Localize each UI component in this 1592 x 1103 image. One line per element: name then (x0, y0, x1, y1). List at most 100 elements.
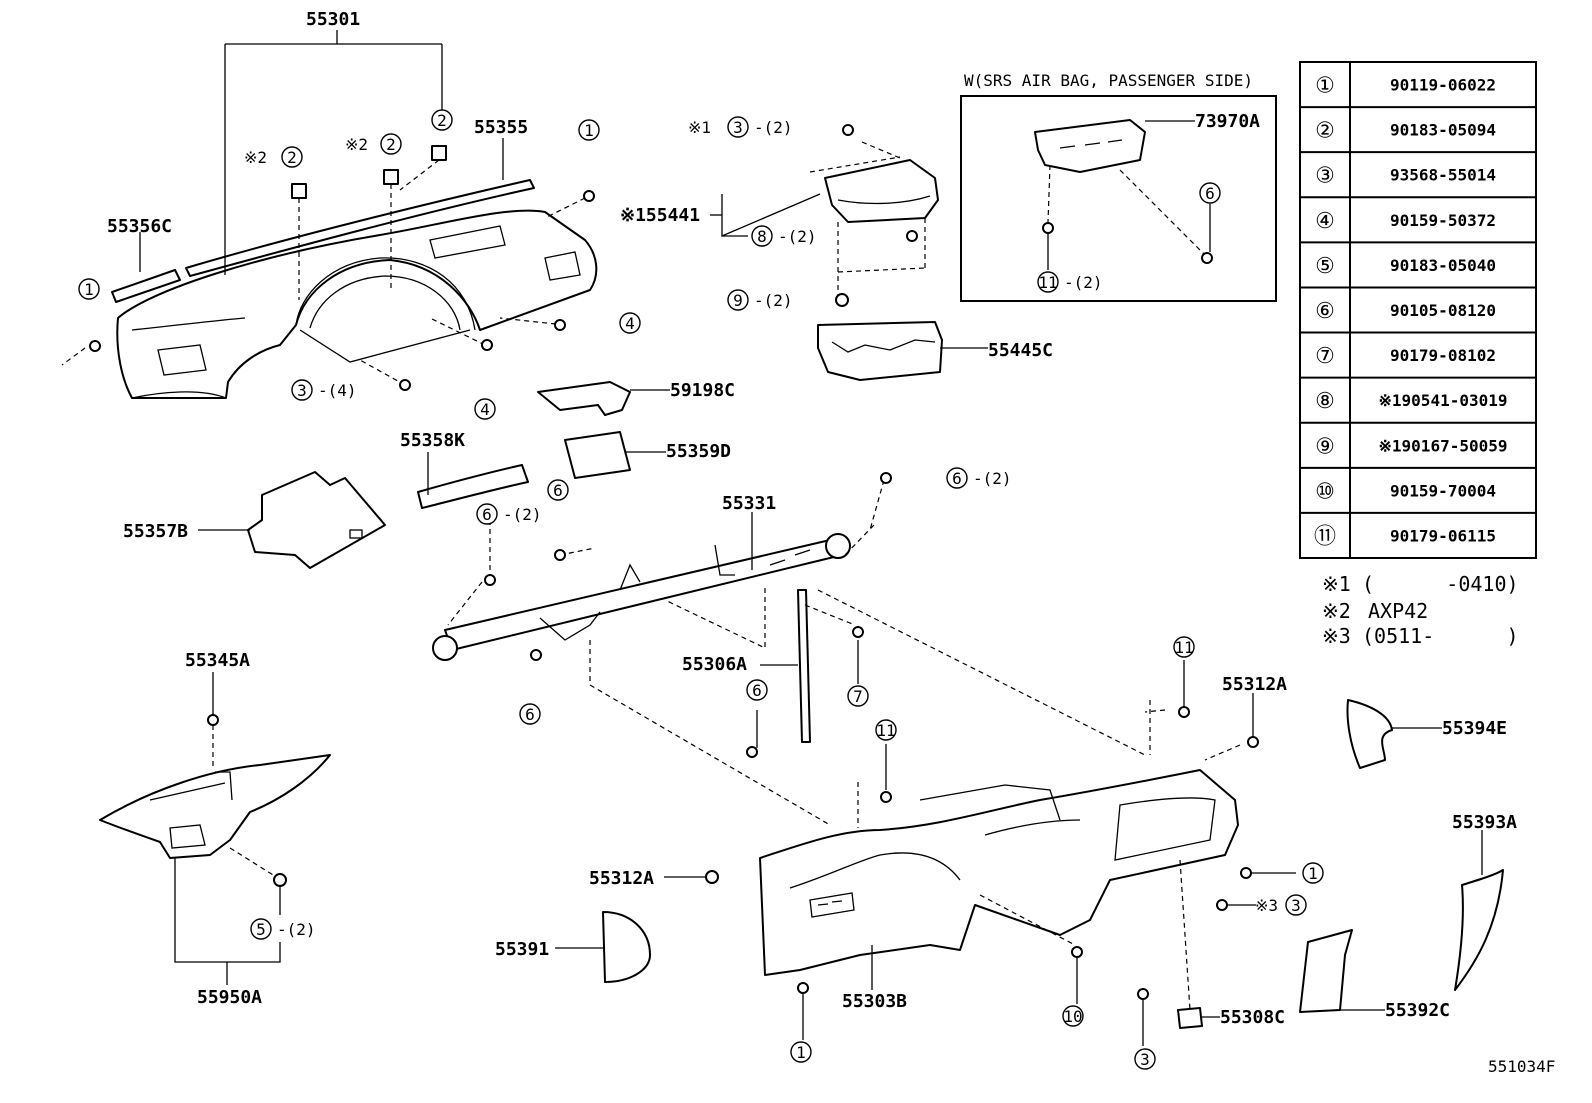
table-row-key: ⑥ (1315, 299, 1335, 324)
table-row-key: ② (1315, 119, 1335, 144)
prefix-2-middle: ※2 (345, 135, 368, 154)
upper-dash-panel (116, 209, 598, 399)
callout-8: 8 (751, 225, 773, 247)
label-55394e: 55394E (1442, 718, 1507, 739)
label-55391: 55391 (495, 939, 549, 960)
table-row-key: ⑩ (1315, 479, 1335, 504)
pad-55359d (564, 431, 631, 479)
table-row-part-number: 90119-06022 (1390, 76, 1496, 95)
fasteners-upper (89, 190, 595, 391)
label-55355: 55355 (474, 117, 528, 138)
brace-55306a (797, 589, 811, 743)
inset-frame (960, 95, 1277, 302)
callout-5: 5 (250, 918, 272, 940)
qty-3-dash: -(4) (318, 381, 357, 400)
callout-11-mid: 11 (875, 719, 897, 741)
strip-55358k (417, 464, 529, 509)
label-55303b: 55303B (842, 991, 907, 1012)
label-59198c: 59198C (670, 380, 735, 401)
label-55301: 55301 (306, 9, 360, 30)
svg-text:5: 5 (256, 920, 266, 939)
label-55345a: 55345A (185, 650, 250, 671)
glove-box-door (824, 159, 939, 223)
airbag-73970a (1034, 119, 1146, 173)
callout-3-right: 3 (1285, 894, 1307, 916)
label-55331: 55331 (722, 493, 776, 514)
bracket-59198c (537, 381, 631, 416)
table-row-part-number: ※190167-50059 (1379, 436, 1508, 455)
note-3-text: (0511- ) (1362, 624, 1519, 648)
svg-text:9: 9 (733, 291, 743, 310)
note-2-mark: ※2 (1322, 599, 1351, 623)
table-row-part-number: 90179-06115 (1390, 526, 1496, 545)
label-55357b: 55357B (123, 521, 188, 542)
svg-text:2: 2 (386, 135, 396, 154)
lower-dash-panel (759, 769, 1239, 976)
table-row-part-number: 90159-70004 (1390, 481, 1496, 500)
table-row-key: ⑦ (1315, 344, 1335, 369)
svg-text:1: 1 (796, 1043, 806, 1062)
label-55312a-left: 55312A (589, 868, 654, 889)
label-55358k: 55358K (400, 430, 465, 451)
svg-text:6: 6 (952, 469, 962, 488)
callout-10: 10 (1062, 1005, 1084, 1027)
cover-55391 (602, 911, 651, 983)
diagram-id: 551034F (1488, 1057, 1555, 1076)
clip-2-right (431, 145, 447, 161)
callout-1-top-right: 1 (578, 119, 600, 141)
svg-text:2: 2 (437, 111, 447, 130)
inset-title: W(SRS AIR BAG, PASSENGER SIDE) (964, 71, 1253, 90)
glove-box-55445c (817, 321, 943, 381)
callout-1-left: 1 (78, 278, 100, 300)
label-55306a: 55306A (682, 654, 747, 675)
table-row-key: ④ (1315, 209, 1335, 234)
insulator-55357b (247, 471, 386, 569)
svg-text:1: 1 (84, 280, 94, 299)
callout-11-right: 11 (1173, 636, 1195, 658)
bracket-55308c (1177, 1007, 1203, 1029)
table-row-part-number: 93568-55014 (1390, 166, 1496, 185)
callout-1-right: 1 (1302, 862, 1324, 884)
prefix-3-right: ※3 (1255, 896, 1278, 915)
callout-11-inset: 11 (1037, 271, 1059, 293)
svg-text:3: 3 (1291, 896, 1301, 915)
callout-6-inset: 6 (1199, 182, 1221, 204)
table-row-key: ③ (1315, 164, 1335, 189)
note-1-text: ( -0410) (1362, 572, 1519, 596)
svg-text:6: 6 (1205, 184, 1215, 203)
svg-text:1: 1 (584, 121, 594, 140)
callout-3-dash: 3 (291, 379, 313, 401)
cover-55394e (1346, 699, 1393, 769)
label-55950a: 55950A (197, 987, 262, 1008)
qty-5: -(2) (277, 920, 316, 939)
footnotes: ※1 ( -0410) ※2 AXP42 ※3 (0511- ) (1322, 572, 1519, 648)
svg-text:10: 10 (1063, 1007, 1082, 1026)
svg-text:11: 11 (876, 721, 895, 740)
qty-6-top: -(2) (973, 469, 1012, 488)
svg-text:3: 3 (297, 381, 307, 400)
label-55392c: 55392C (1385, 1000, 1450, 1021)
callout-3-bottom: 3 (1134, 1048, 1156, 1070)
cover-55392c (1299, 929, 1353, 1013)
note-2-text: AXP42 (1368, 599, 1428, 623)
callout-2-middle: 2 (380, 133, 402, 155)
qty-3-top: -(2) (754, 118, 793, 137)
callout-6-top: 6 (946, 467, 968, 489)
label-55393a: 55393A (1452, 812, 1517, 833)
svg-text:3: 3 (733, 118, 743, 137)
note-3-mark: ※3 (1322, 624, 1351, 648)
svg-text:11: 11 (1174, 638, 1193, 657)
table-row-part-number: 90105-08120 (1390, 301, 1496, 320)
callout-4-bottom: 4 (474, 398, 496, 420)
qty-9: -(2) (754, 291, 793, 310)
reinforcement-55331 (432, 533, 851, 661)
label-55445c: 55445C (988, 340, 1053, 361)
callout-circles: 1 1 2 2 2 4 4 3 3 8 9 6 11 6 6 6 6 6 7 1… (78, 109, 1324, 1070)
side-strip (111, 269, 181, 303)
clip-2-middle (383, 169, 399, 185)
table-row-key: ⑨ (1315, 434, 1335, 459)
svg-text:11: 11 (1038, 273, 1057, 292)
svg-text:4: 4 (625, 314, 635, 333)
callout-1-bottom: 1 (790, 1041, 812, 1063)
